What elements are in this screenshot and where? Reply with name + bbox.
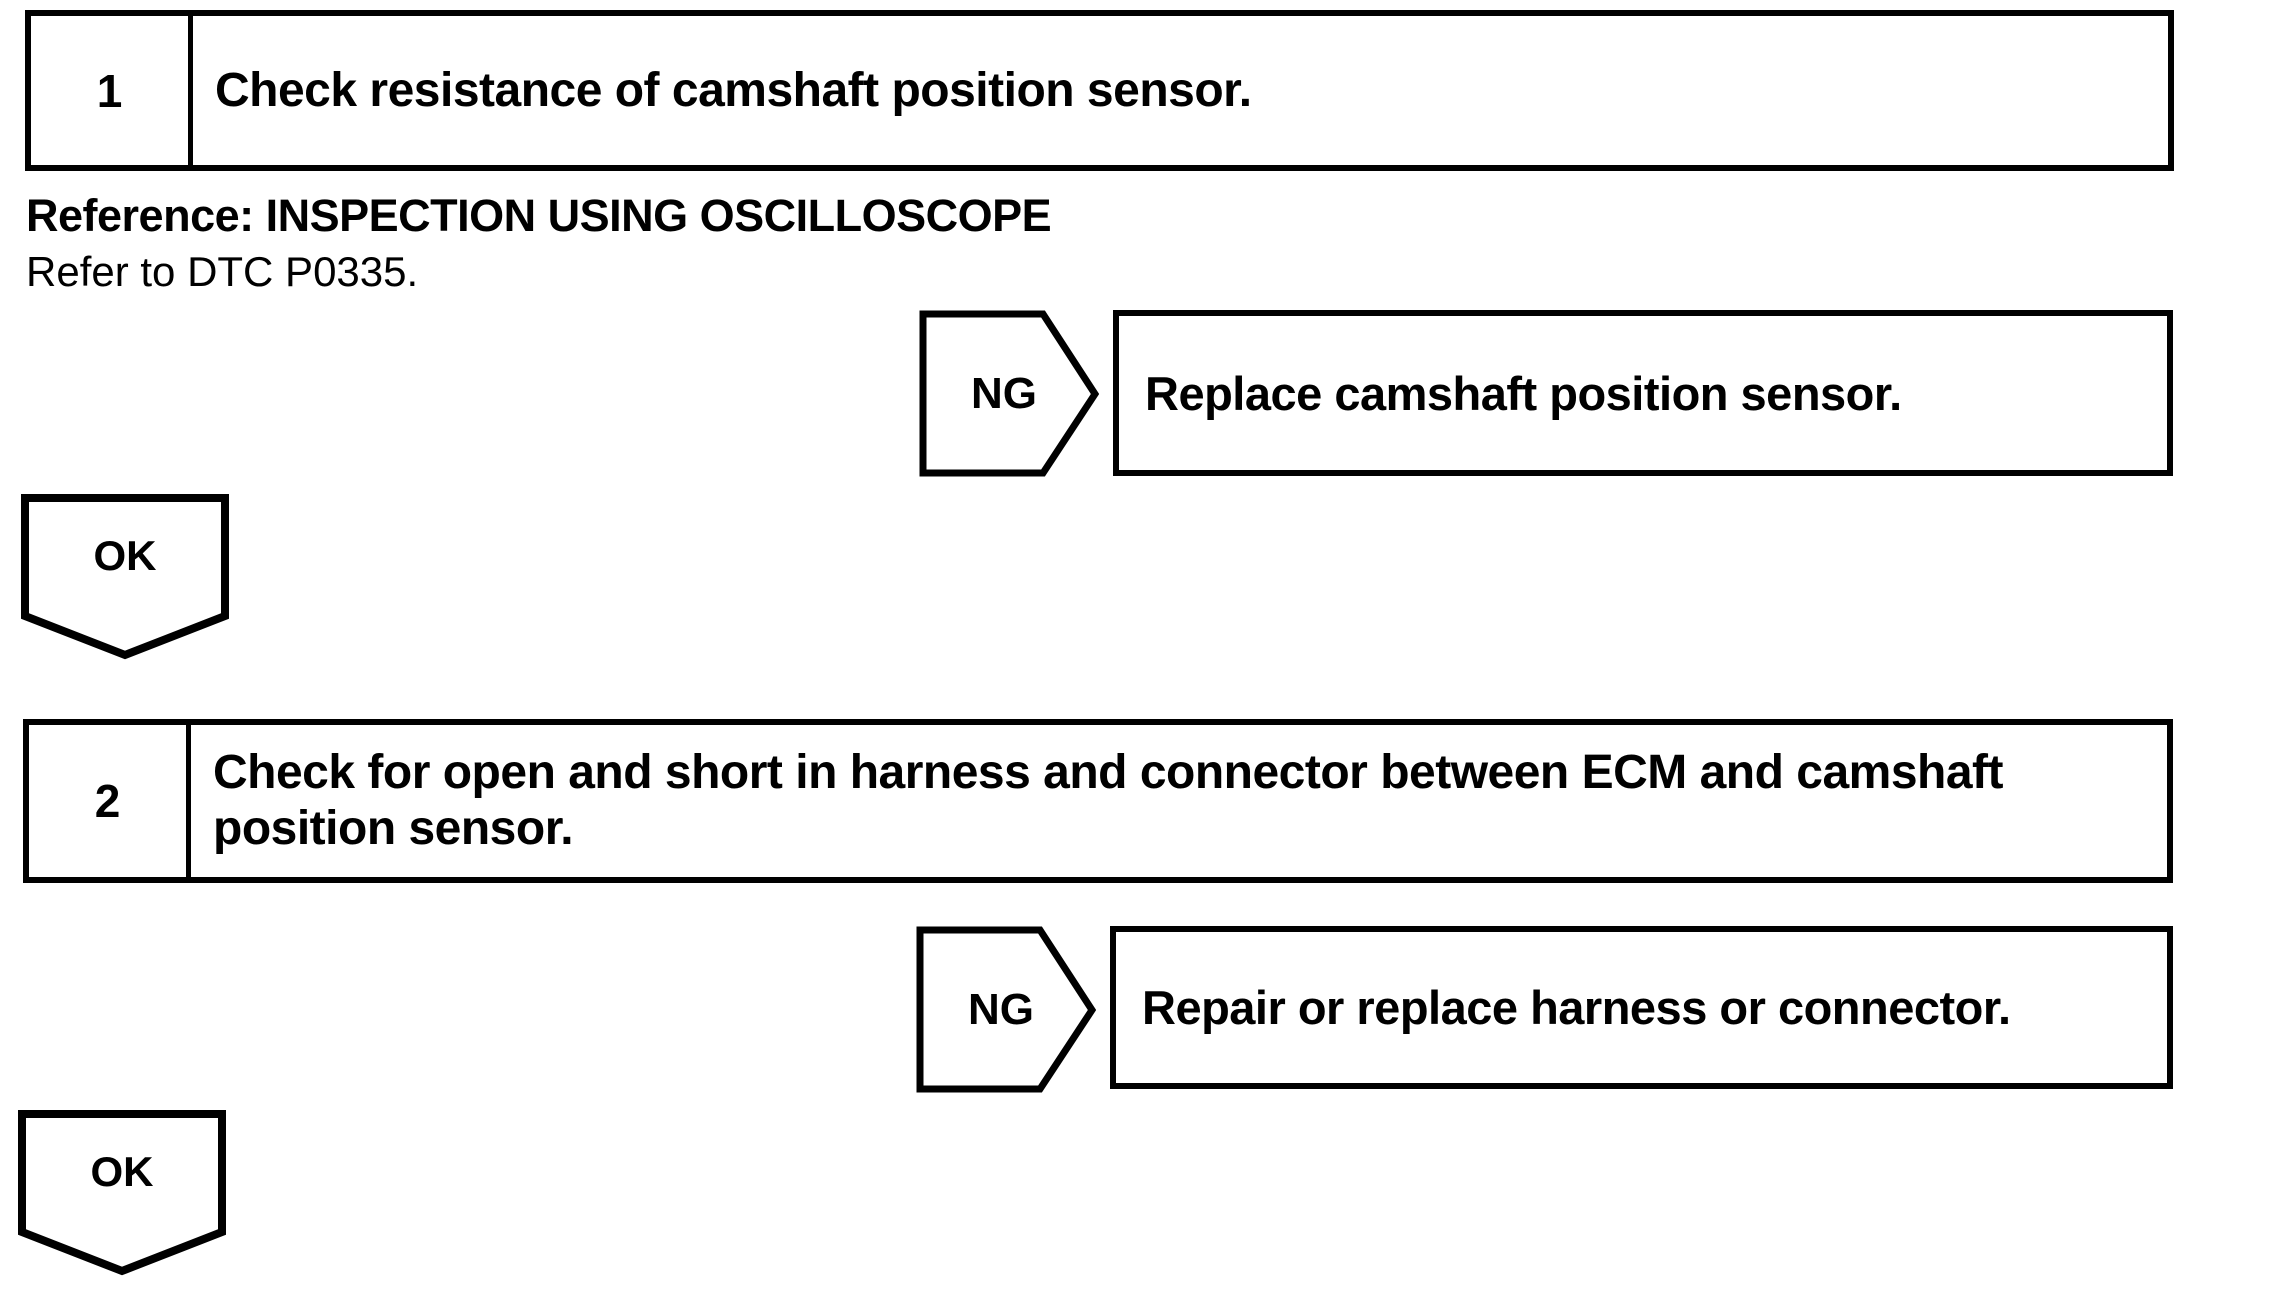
ng-pentagon-arrow-icon [916, 926, 1096, 1093]
reference-note: Refer to DTC P0335. [26, 248, 419, 295]
action-1-text: Replace camshaft position sensor. [1145, 366, 1902, 420]
ok-continue-1: OK [21, 494, 229, 661]
ok-2-label: OK [90, 1148, 154, 1195]
ng-branch-2: NG [916, 926, 1096, 1093]
ok-continue-2: OK [18, 1110, 226, 1277]
step-2-instruction: Check for open and short in harness and … [213, 746, 2004, 855]
step-1-number: 1 [31, 16, 193, 165]
step-2-number: 2 [29, 725, 191, 877]
step-1-instruction: Check resistance of camshaft position se… [215, 63, 1252, 117]
reference-heading: Reference: INSPECTION USING OSCILLOSCOPE [26, 190, 1052, 241]
ok-pentagon-down-icon [21, 494, 229, 660]
ng-pentagon-arrow-icon [919, 310, 1099, 477]
ng-branch-1: NG [919, 310, 1099, 477]
ok-1-label: OK [93, 532, 157, 579]
action-2-text: Repair or replace harness or connector. [1142, 981, 2011, 1034]
action-box-2: Repair or replace harness or connector. [1110, 926, 2173, 1089]
ng-1-label: NG [971, 368, 1037, 418]
step-1-instruction-cell: Check resistance of camshaft position se… [193, 16, 2168, 165]
step-2-instruction-cell: Check for open and short in harness and … [191, 725, 2167, 877]
ok-pentagon-down-icon [18, 1110, 226, 1276]
action-box-1: Replace camshaft position sensor. [1113, 310, 2173, 476]
ng-2-label: NG [968, 984, 1034, 1034]
step-1-box: 1 Check resistance of camshaft position … [25, 10, 2174, 171]
step-2-box: 2 Check for open and short in harness an… [23, 719, 2173, 883]
